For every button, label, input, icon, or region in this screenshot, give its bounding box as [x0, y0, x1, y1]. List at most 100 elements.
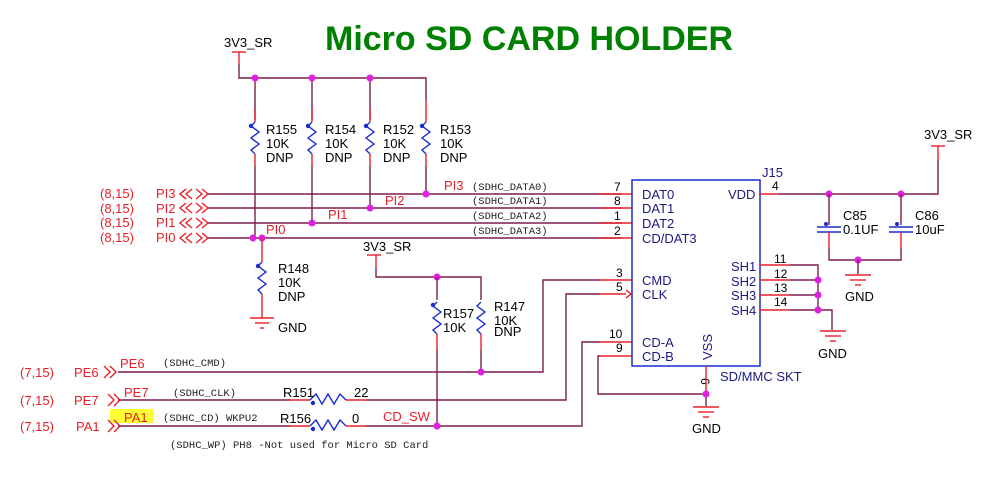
port-name: PI0 [156, 230, 176, 245]
resistor-value: 10K [494, 313, 517, 328]
net-label: PE7 [124, 385, 149, 400]
pullup-r157: R157 10K [430, 277, 474, 426]
gnd-label: GND [692, 421, 721, 436]
cap-ref: C85 [843, 208, 867, 223]
pin-name: SH2 [731, 274, 756, 289]
net-label: PI2 [385, 193, 405, 208]
pin-number: 3 [616, 266, 623, 280]
port-row-pi1: (8,15) PI1 PI1 (SDHC_DATA2) 1 [100, 207, 621, 230]
resistor-value: 0 [352, 411, 359, 426]
pin-name: DAT0 [642, 187, 674, 202]
pin-name: CD-B [642, 349, 674, 364]
gnd-label: GND [278, 320, 307, 335]
connector-part: SD/MMC SKT [720, 369, 802, 384]
port-name: PE7 [74, 393, 99, 408]
pin-number: 9 [616, 341, 623, 355]
net-label: PI3 [444, 178, 464, 193]
pin-number: 12 [774, 267, 788, 281]
port-name: PE6 [74, 365, 99, 380]
resistor-ref: R156 [280, 411, 311, 426]
port-ref: (8,15) [100, 215, 134, 230]
port-row-pi2: (8,15) PI2 PI2 (SDHC_DATA1) 8 [100, 193, 621, 216]
resistor-value: 10K [440, 136, 463, 151]
port-row-pa1: (7,15) PA1 PA1 (SDHC_CD) WKPU2 R156 0 CD… [20, 409, 431, 434]
resistor-ref: R154 [325, 122, 356, 137]
pin-name: CD/DAT3 [642, 231, 697, 246]
highlight [110, 409, 154, 423]
cap-ref: C86 [915, 208, 939, 223]
resistor-note: DNP [494, 324, 521, 339]
power-label: 3V3_SR [924, 127, 972, 142]
port-name: PI1 [156, 215, 176, 230]
pin-name: VDD [728, 187, 755, 202]
signal-name: (SDHC_CLK) [173, 388, 236, 400]
resistor-value: 10K [383, 136, 406, 151]
signal-name: (SDHC_DATA2) [472, 211, 548, 223]
signal-name: (SDHC_DATA0) [472, 182, 548, 194]
resistor-value: 10K [278, 275, 301, 290]
resistor-note: DNP [325, 150, 352, 165]
cap-value: 10uF [915, 222, 945, 237]
signal-name: (SDHC_DATA1) [472, 196, 548, 208]
pullup-r147: R147 10K DNP [475, 299, 525, 372]
pin-name: DAT1 [642, 201, 674, 216]
pullup-r153: R153 10K DNP [419, 100, 471, 194]
signal-name: (SDHC_CMD) [163, 358, 226, 370]
net-label: PI1 [328, 207, 348, 222]
resistor-note: DNP [383, 150, 410, 165]
pin-name: CMD [642, 273, 672, 288]
pullup-r155: R155 10K DNP [248, 78, 297, 238]
port-name: PI3 [156, 186, 176, 201]
resistor-ref: R153 [440, 122, 471, 137]
port-ref: (8,15) [100, 186, 134, 201]
resistor-note: DNP [440, 150, 467, 165]
pin-name: SH3 [731, 288, 756, 303]
gnd-label: GND [818, 346, 847, 361]
cap-value: 0.1UF [843, 222, 878, 237]
net-label: PI0 [266, 222, 286, 237]
pullup-r154: R154 10K DNP [305, 78, 356, 223]
port-ref: (7,15) [20, 419, 54, 434]
pin-number: 6 [698, 378, 712, 385]
pulldown-r148: R148 10K DNP GND [250, 238, 309, 335]
resistor-ref: R148 [278, 261, 309, 276]
power-rail-top: 3V3_SR [224, 35, 427, 100]
power-label: 3V3_SR [363, 239, 411, 254]
pin-number: 13 [774, 281, 788, 295]
pin-number: 14 [774, 295, 788, 309]
resistor-value: 10K [266, 136, 289, 151]
pin-name: VSS [700, 334, 715, 360]
resistor-value: 10K [443, 320, 466, 335]
pin-name: SH1 [731, 259, 756, 274]
net-label: PA1 [124, 410, 148, 425]
connector-j15: J15 SD/MMC SKT DAT0 DAT1 DAT2 CD/DAT3 CM… [609, 165, 802, 385]
resistor-ref: R155 [266, 122, 297, 137]
cd-sw-label: CD_SW [383, 409, 431, 424]
signal-name: (SDHC_CD) WKPU2 [163, 413, 258, 425]
page-title: Micro SD CARD HOLDER [325, 20, 733, 58]
shield-wires: GND [760, 264, 847, 361]
port-row-pi0: (8,15) PI0 PI0 (SDHC_DATA3) 2 [100, 222, 621, 245]
signal-name: (SDHC_DATA3) [472, 226, 548, 238]
port-ref: (7,15) [20, 365, 54, 380]
vdd-decoupling: 3V3_SR C85 0.1UF C86 10uF GND [760, 127, 972, 304]
resistor-value: 10K [325, 136, 348, 151]
power-rail-mid: 3V3_SR [363, 239, 482, 300]
port-row-pe7: (7,15) PE7 PE7 (SDHC_CLK) R151 22 [20, 385, 368, 408]
pin-name: DAT2 [642, 216, 674, 231]
data-bus [208, 190, 632, 242]
wp-note: (SDHC_WP) PH8 -Not used for Micro SD Car… [170, 440, 428, 452]
port-ref: (7,15) [20, 393, 54, 408]
pullup-r152: R152 10K DNP [363, 78, 414, 208]
pin-number: 10 [609, 327, 623, 341]
pin-name: CD-A [642, 335, 674, 350]
pin-number: 1 [614, 209, 621, 223]
connector-ref: J15 [762, 165, 783, 180]
port-ref: (8,15) [100, 201, 134, 216]
port-ref: (8,15) [100, 230, 134, 245]
port-row-pe6: (7,15) PE6 PE6 (SDHC_CMD) [20, 356, 226, 380]
net-label: PE6 [120, 356, 145, 371]
resistor-value: 22 [354, 385, 368, 400]
pin-number: 8 [614, 194, 621, 208]
